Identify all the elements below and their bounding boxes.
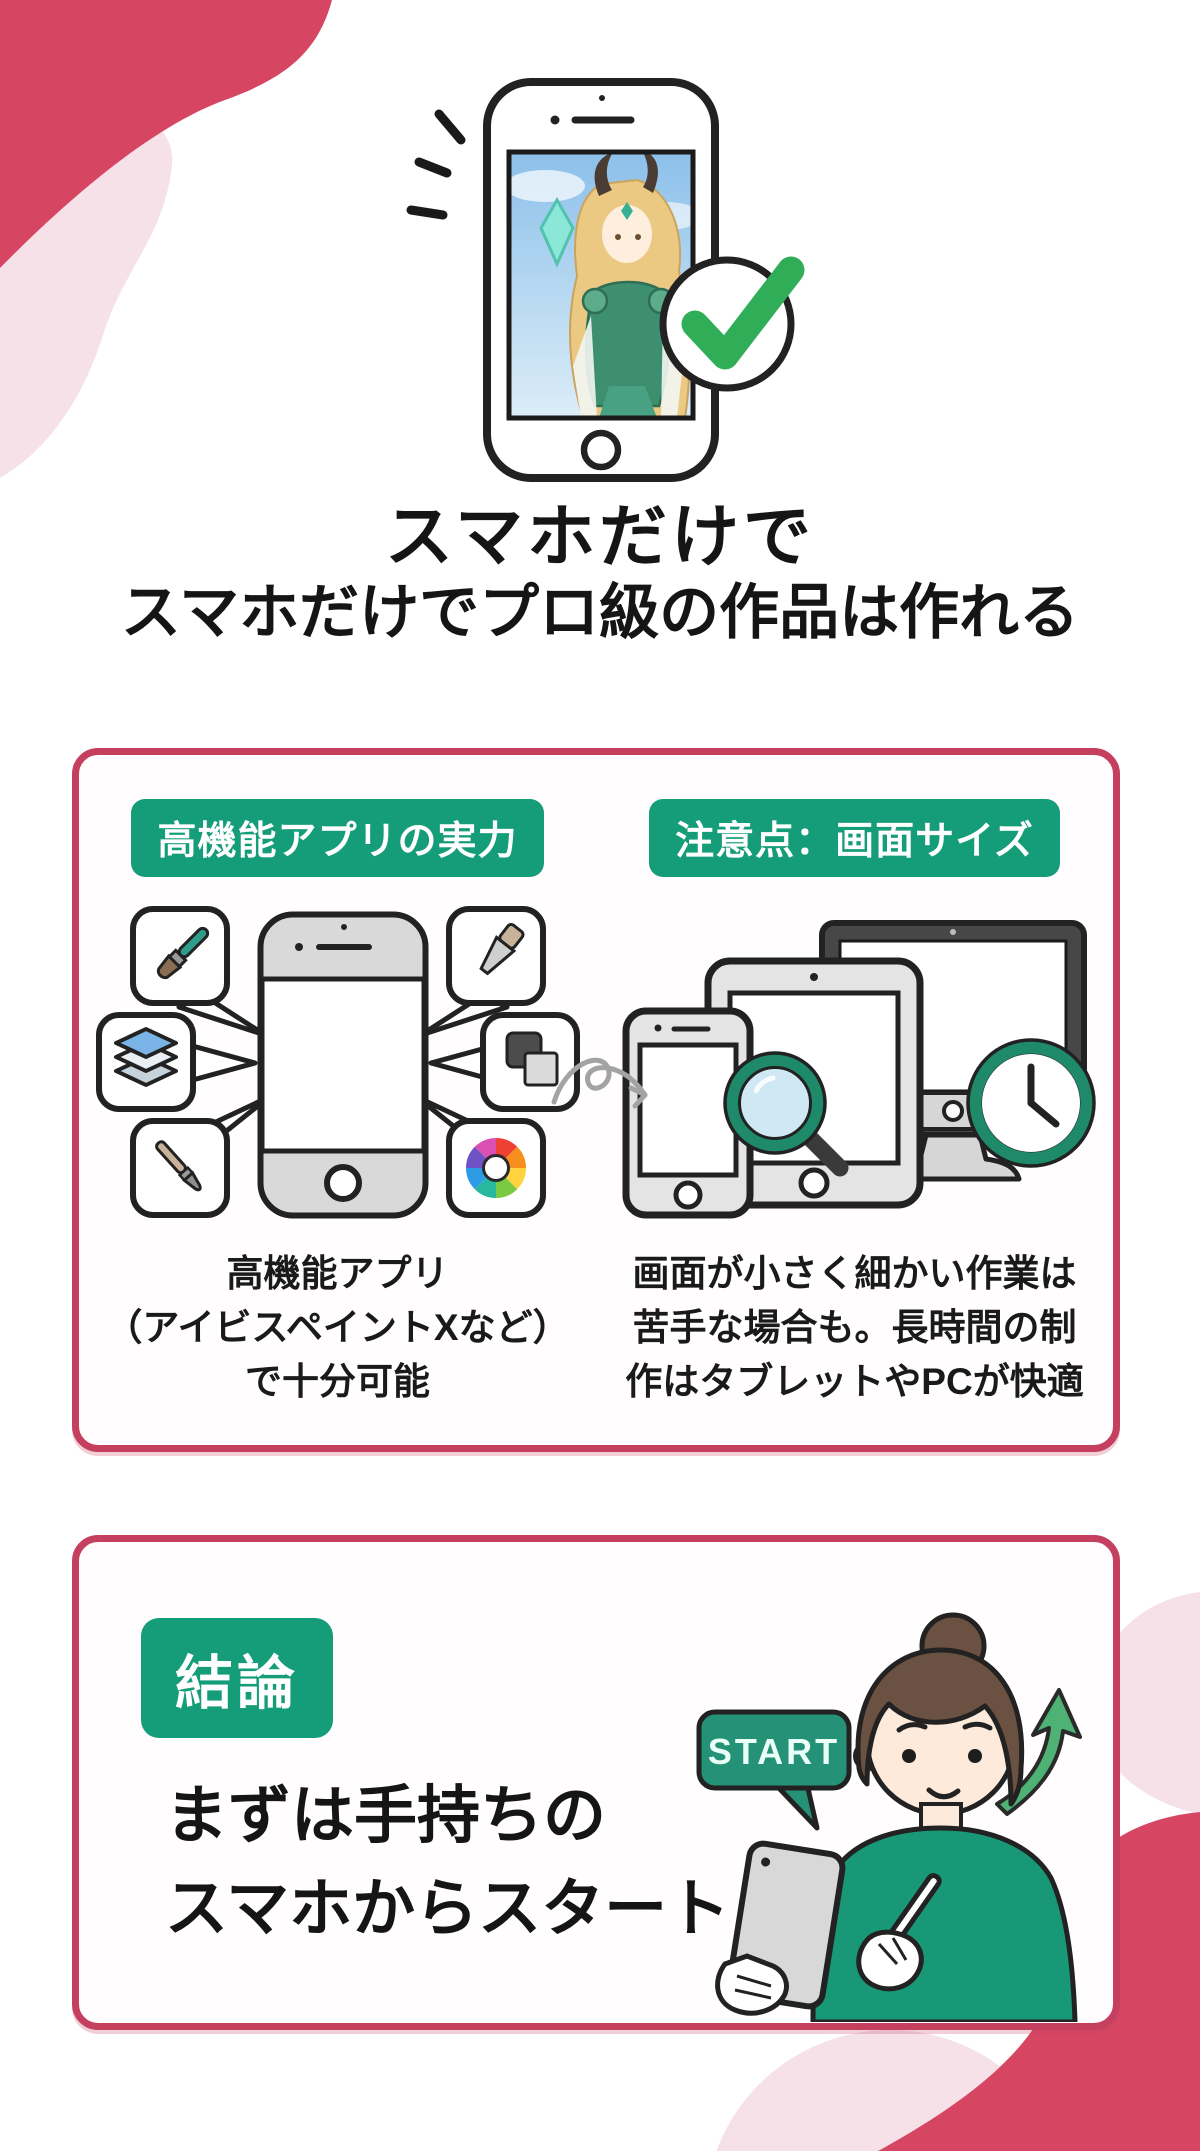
hair	[855, 1647, 1025, 1807]
conclusion-line-1: まずは手持ちの	[165, 1781, 606, 1851]
right-caption: 画面が小さく細かい作業は 苦手な場合も。長時間の制 作はタブレットやPCが快適	[596, 1247, 1113, 1409]
comparison-card: 高機能アプリの実力 注意点：画面サイズ	[72, 748, 1120, 1452]
start-speech-bubble: START	[696, 1709, 852, 1831]
conclusion-badge: 結論	[141, 1618, 334, 1738]
magnifier-icon	[722, 1051, 848, 1177]
app-features-illustration	[95, 906, 580, 1219]
home-button	[580, 429, 622, 471]
growth-arrow-icon	[995, 1688, 1082, 1816]
page-title: スマホだけで スマホだけでプロ級の作品は作れる	[0, 500, 1200, 650]
fantasy-character-artwork	[509, 152, 693, 418]
marker-tool-icon	[478, 922, 525, 976]
devices-illustration	[622, 920, 1096, 1219]
left-caption-line: （アイビスペイントXなど）	[105, 1307, 570, 1349]
smartphone-artwork-illustration	[406, 78, 805, 482]
right-hand	[856, 1929, 924, 1992]
start-label: START	[708, 1731, 840, 1772]
title-line-1: スマホだけで	[385, 499, 815, 575]
right-badge: 注意点：画面サイズ	[649, 799, 1060, 877]
left-badge: 高機能アプリの実力	[131, 799, 544, 877]
shapes-icon	[505, 1031, 558, 1087]
conclusion-card: 結論 まずは手持ちの スマホからスタート START	[72, 1535, 1120, 2030]
right-caption-line: 苦手な場合も。長時間の制	[632, 1307, 1077, 1349]
sweater	[810, 1825, 1078, 2022]
blob-pink-bottom	[716, 2030, 1064, 2151]
layers-icon	[113, 1027, 178, 1087]
artist-illustration: START	[696, 1612, 1082, 2022]
left-caption: 高機能アプリ （アイビスペイントXなど） で十分可能	[79, 1247, 596, 1409]
color-wheel-icon	[465, 1138, 526, 1198]
sparkle-lines-icon	[406, 109, 466, 220]
right-caption-line: 作はタブレットやPCが快適	[625, 1361, 1084, 1403]
clock-icon	[965, 1038, 1096, 1168]
blob-pink-top-left	[0, 75, 173, 478]
thin-brush-icon	[154, 1140, 202, 1192]
title-line-2: スマホだけでプロ級の作品は作れる	[120, 578, 1080, 646]
transition-arrow-icon	[551, 1057, 648, 1109]
left-caption-line: で十分可能	[245, 1361, 430, 1403]
conclusion-text: まずは手持ちの スマホからスタート	[165, 1770, 730, 1955]
blob-red-top-left	[0, 0, 332, 268]
paintbrush-icon	[156, 926, 209, 980]
right-caption-line: 画面が小さく細かい作業は	[632, 1253, 1077, 1294]
checkmark-icon	[659, 256, 805, 392]
conclusion-line-2: スマホからスタート	[165, 1873, 731, 1944]
left-caption-line: 高機能アプリ	[226, 1253, 449, 1294]
